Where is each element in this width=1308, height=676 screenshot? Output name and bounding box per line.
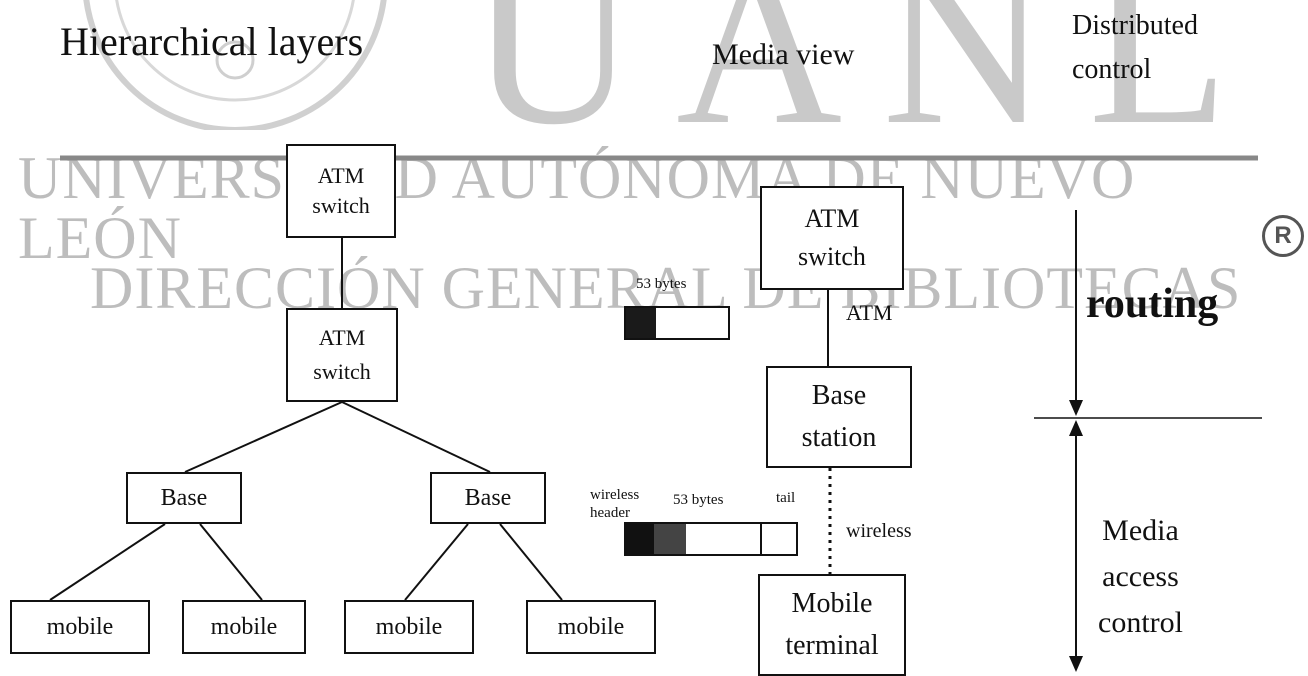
mac-arrow-head-down bbox=[1069, 656, 1083, 672]
heading-control: control bbox=[1072, 54, 1152, 85]
base-left: Base bbox=[126, 472, 242, 524]
mobile-4: mobile bbox=[526, 600, 656, 654]
heading-distributed: Distributed bbox=[1072, 10, 1198, 41]
link-base-right-mobile3 bbox=[404, 523, 469, 601]
cell2-wireless-header bbox=[626, 524, 654, 554]
media-switch-line2: switch bbox=[798, 242, 866, 271]
cell2-atm-header bbox=[654, 524, 686, 554]
wireless-link-label: wireless bbox=[846, 520, 912, 542]
cell2-bytes-label: 53 bytes bbox=[673, 492, 724, 508]
base-station-line1: Base bbox=[811, 380, 867, 411]
mac-label: Media access control bbox=[1098, 508, 1183, 646]
routing-label: routing bbox=[1086, 281, 1219, 327]
base-right: Base bbox=[430, 472, 546, 524]
base-right-label: Base bbox=[464, 484, 512, 511]
mac-line1: Media bbox=[1102, 514, 1179, 547]
base-station-line2: station bbox=[801, 422, 877, 453]
atm-link-label: ATM bbox=[846, 300, 893, 325]
link-mid-base-right bbox=[341, 401, 491, 473]
cell2-header-line2: header bbox=[590, 505, 630, 521]
top-switch-line2: switch bbox=[312, 193, 370, 218]
mobile-3-label: mobile bbox=[375, 613, 443, 640]
terminal-line1: Mobile bbox=[791, 588, 873, 619]
seal-watermark bbox=[83, 0, 387, 130]
mobile-terminal: Mobile terminal bbox=[758, 574, 906, 676]
mobile-3: mobile bbox=[344, 600, 474, 654]
cell2-header-line1: wireless bbox=[590, 487, 640, 503]
routing-arrow-head bbox=[1069, 400, 1083, 416]
media-switch-line1: ATM bbox=[804, 204, 860, 233]
link-base-right-mobile4 bbox=[499, 523, 563, 601]
mid-switch-line2: switch bbox=[313, 359, 371, 384]
cell2-tail-divider bbox=[760, 524, 762, 554]
media-atm-switch: ATM switch bbox=[760, 186, 904, 290]
watermark-uanl: UANL bbox=[470, 0, 1269, 172]
cell1-label: 53 bytes bbox=[636, 276, 687, 292]
mac-line2: access bbox=[1102, 560, 1179, 593]
mac-line3: control bbox=[1098, 606, 1183, 639]
wireless-cell bbox=[624, 522, 798, 556]
mobile-2: mobile bbox=[182, 600, 306, 654]
cell2-tail-label: tail bbox=[776, 490, 796, 506]
registered-mark: R bbox=[1262, 215, 1304, 257]
mid-atm-switch: ATM switch bbox=[286, 308, 398, 402]
atm-cell bbox=[624, 306, 730, 340]
cell1-header bbox=[626, 308, 656, 338]
mobile-1: mobile bbox=[10, 600, 150, 654]
top-switch-line1: ATM bbox=[317, 163, 365, 188]
mobile-4-label: mobile bbox=[557, 613, 625, 640]
link-mid-base-left bbox=[184, 401, 343, 473]
mid-switch-line1: ATM bbox=[318, 325, 366, 350]
top-atm-switch: ATM switch bbox=[286, 144, 396, 238]
base-station: Base station bbox=[766, 366, 912, 468]
terminal-line2: terminal bbox=[785, 630, 879, 661]
mobile-1-label: mobile bbox=[46, 613, 114, 640]
mac-arrow-head-up bbox=[1069, 420, 1083, 436]
link-base-left-mobile1 bbox=[49, 523, 166, 601]
base-left-label: Base bbox=[160, 484, 208, 511]
cell2-header-label: wireless header bbox=[590, 486, 639, 522]
heading-hierarchical-layers: Hierarchical layers bbox=[60, 19, 364, 64]
link-base-left-mobile2 bbox=[199, 523, 263, 601]
mobile-2-label: mobile bbox=[210, 613, 278, 640]
heading-media-view: Media view bbox=[712, 38, 855, 71]
